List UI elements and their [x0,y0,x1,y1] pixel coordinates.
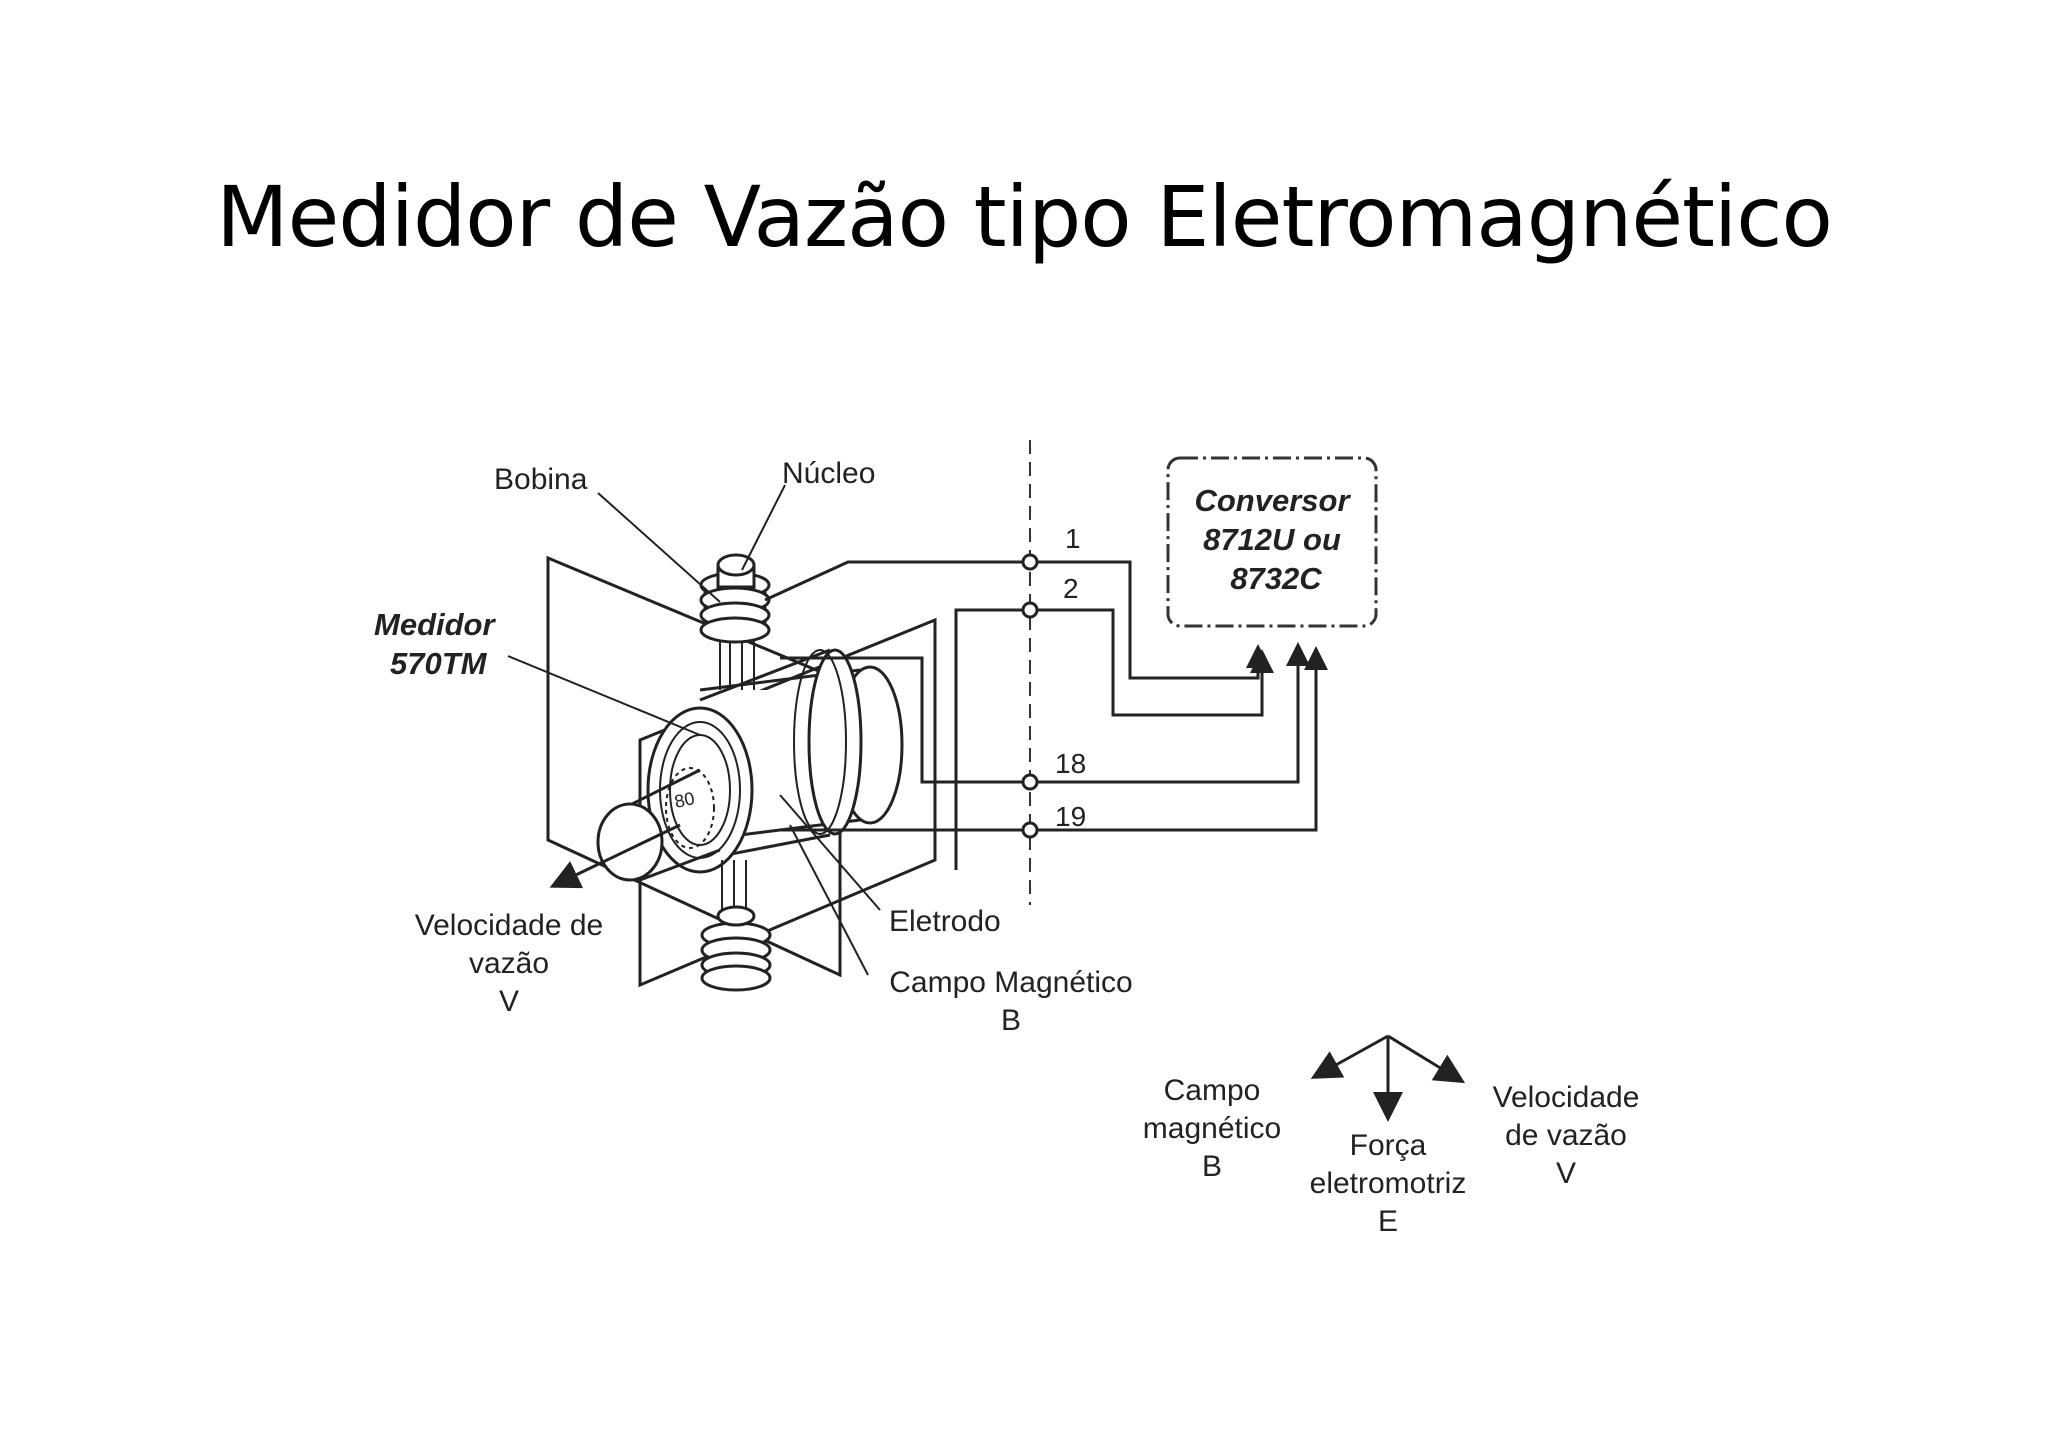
wiring [764,560,1328,870]
terminal-label-2: 2 [1063,573,1079,604]
vector-legend: Campo magnético B Força eletromotriz E V… [1143,1034,1640,1238]
velocidade-label-line1: Velocidade de [415,909,604,942]
terminal-1 [1021,553,1039,571]
legend-forca-line1: Força [1350,1129,1427,1162]
eletrodo-label: Eletrodo [889,905,1001,938]
conversor-label-line2: 8712U ou [1203,522,1341,557]
upper-coil [699,553,771,690]
legend-velocidade-line2: de vazão [1505,1119,1627,1152]
vector-b-arrow [1310,1034,1389,1079]
legend-campo-line1: Campo [1164,1074,1261,1107]
terminal-label-18: 18 [1055,748,1086,779]
conversor-label-line1: Conversor [1194,483,1351,518]
terminal-18 [1021,773,1039,791]
terminal-label-1: 1 [1065,523,1081,554]
slide-title: Medidor de Vazão tipo Eletromagnético [216,168,1833,266]
velocidade-label-line3: V [499,985,519,1018]
velocity-arrow [549,823,681,889]
legend-velocidade-line1: Velocidade [1493,1081,1640,1114]
legend-velocidade-line3: V [1556,1157,1576,1190]
campo-magnetico-label-line2: B [1001,1004,1021,1037]
terminal-19 [1021,821,1039,839]
terminals: 1 2 18 19 [1021,523,1086,839]
velocidade-label-line2: vazão [469,947,549,980]
medidor-label-line1: Medidor [374,607,496,642]
pipe-marking: 80 [673,788,697,812]
conversor-box [1166,456,1378,628]
legend-forca-line2: eletromotriz [1310,1167,1467,1200]
meter-pipe: 80 [596,648,904,882]
legend-forca-line3: E [1378,1205,1398,1238]
campo-magnetico-label-line1: Campo Magnético [889,966,1132,999]
legend-campo-line3: B [1202,1150,1222,1183]
callout-leaders [507,484,881,976]
bobina-label: Bobina [494,463,588,496]
medidor-label-line2: 570TM [390,646,488,681]
conversor-label-line3: 8732C [1230,561,1322,596]
legend-campo-line2: magnético [1143,1112,1281,1145]
terminal-label-19: 19 [1055,801,1086,832]
nucleo-label: Núcleo [782,457,875,490]
vector-v-arrow [1387,1034,1466,1084]
terminal-2 [1021,601,1039,619]
lower-coil [700,860,772,992]
